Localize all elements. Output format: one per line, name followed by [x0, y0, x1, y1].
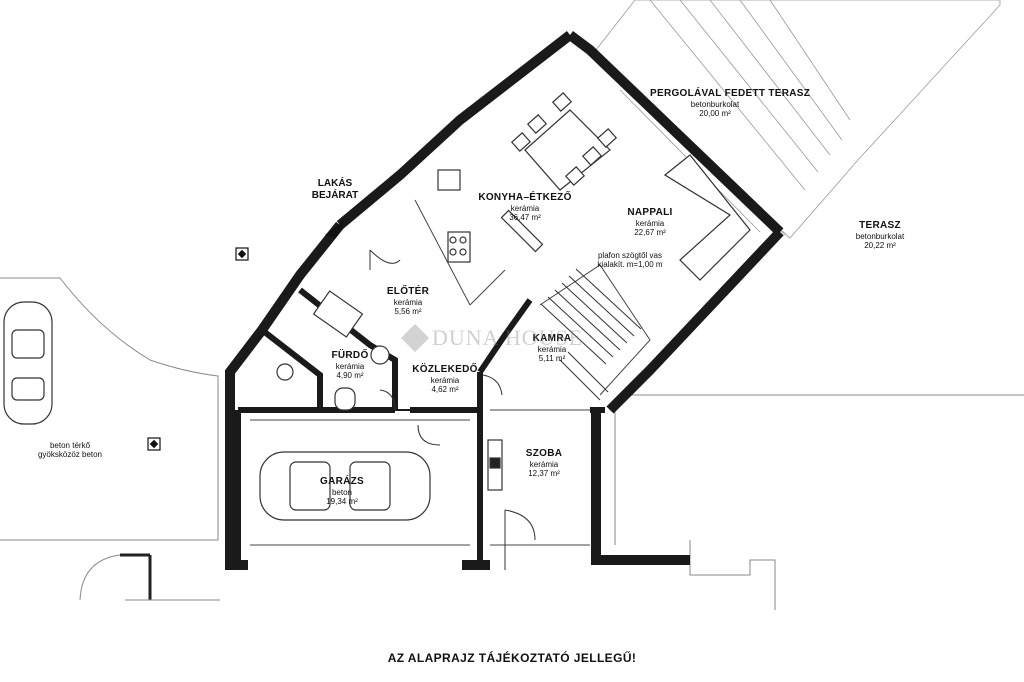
garage-car-icon [259, 451, 431, 521]
room-area: 12,37 m² [528, 468, 560, 478]
room-name: FÜRDŐ [331, 350, 369, 361]
room-material: betonburkolat [855, 231, 905, 241]
room-area: 20,00 m² [699, 108, 731, 118]
staircase [540, 268, 642, 401]
room-konyha: KONYHA–ÉTKEZŐ kerámia 36,47 m² [475, 192, 575, 222]
room-material: beton [331, 487, 353, 497]
bathroom-fixtures [276, 290, 390, 411]
room-material: kerámia [393, 297, 423, 307]
room-furdo: FÜRDŐ kerámia 4,90 m² [322, 350, 378, 380]
disclaimer: AZ ALAPRAJZ TÁJÉKOZTATÓ JELLEGŰ! [387, 651, 637, 665]
room-szoba: SZOBA kerámia 12,37 m² [514, 448, 574, 478]
room-area: 5,11 m² [538, 353, 566, 363]
room-area: 36,47 m² [509, 212, 541, 222]
room-area: 19,34 m² [326, 496, 358, 506]
pergola-terrace [591, 0, 1001, 239]
room-terasz: TERASZ betonburkolat 20,22 m² [840, 220, 920, 250]
room-name: TERASZ [859, 220, 901, 231]
room-name: NAPPALI [627, 207, 673, 218]
room-garazs: GARÁZS beton 19,34 m² [312, 476, 372, 506]
sofa [663, 154, 751, 281]
ceiling-note: plafon szögtől vas kialakít. m=1,00 m [585, 251, 675, 269]
thin-lines [250, 199, 651, 546]
room-pergola: PERGOLÁVAL FEDETT TERASZ betonburkolat 2… [650, 88, 811, 118]
entrance-line-1: LAKÁS [317, 178, 353, 189]
driveway-area [0, 277, 220, 601]
exterior-walls [225, 31, 784, 570]
room-material: betonburkolat [690, 99, 740, 109]
room-name: KÖZLEKEDŐ [412, 364, 478, 375]
room-material: kerámia [635, 218, 665, 228]
room-name: KAMRA [532, 333, 572, 344]
room-name: GARÁZS [319, 476, 365, 487]
room-name: ELŐTÉR [386, 286, 430, 297]
desk [487, 439, 503, 491]
room-area: 4,62 m² [431, 384, 459, 394]
entrance-arrow-icon [325, 220, 345, 238]
room-material: kerámia [537, 344, 567, 354]
entrance-label: LAKÁS BEJÁRAT [305, 178, 365, 202]
room-nappali: NAPPALI kerámia 22,67 m² [610, 207, 690, 237]
room-material: kerámia [529, 459, 559, 469]
ceiling-note-line-1: plafon szögtől vas [597, 251, 663, 260]
room-name: SZOBA [525, 448, 563, 459]
watermark-logo-icon [400, 323, 430, 353]
room-area: 20,22 m² [864, 240, 896, 250]
ceiling-note-line-2: kialakít. m=1,00 m [597, 260, 663, 270]
doors [369, 249, 536, 570]
driveway-line-2: gyöksközöz beton [37, 450, 103, 460]
room-area: 4,90 m² [336, 370, 364, 380]
room-kozlekedo: KÖZLEKEDŐ kerámia 4,62 m² [400, 364, 490, 394]
kitchen-island [437, 169, 544, 263]
room-kamra: KAMRA kerámia 5,11 m² [522, 333, 582, 363]
driveway-label: beton térkő gyöksközöz beton [20, 441, 120, 459]
terrace-outline [609, 394, 1024, 610]
watermark-text: DUNA HOUSE [432, 325, 584, 350]
room-material: kerámia [430, 375, 460, 385]
room-eloter: ELŐTÉR kerámia 5,56 m² [378, 286, 438, 316]
room-area: 22,67 m² [634, 227, 666, 237]
level-marker-icon [235, 247, 249, 261]
dining-table [510, 92, 618, 191]
room-name: KONYHA–ÉTKEZŐ [478, 192, 572, 203]
room-name: PERGOLÁVAL FEDETT TERASZ [650, 88, 811, 99]
level-marker-icon [147, 437, 161, 451]
car-icon [3, 301, 53, 425]
room-area: 5,56 m² [394, 306, 422, 316]
room-material: kerámia [510, 203, 540, 213]
driveway-line-1: beton térkő [49, 441, 91, 450]
room-material: kerámia [335, 361, 365, 371]
entrance-line-2: BEJÁRAT [311, 190, 359, 201]
